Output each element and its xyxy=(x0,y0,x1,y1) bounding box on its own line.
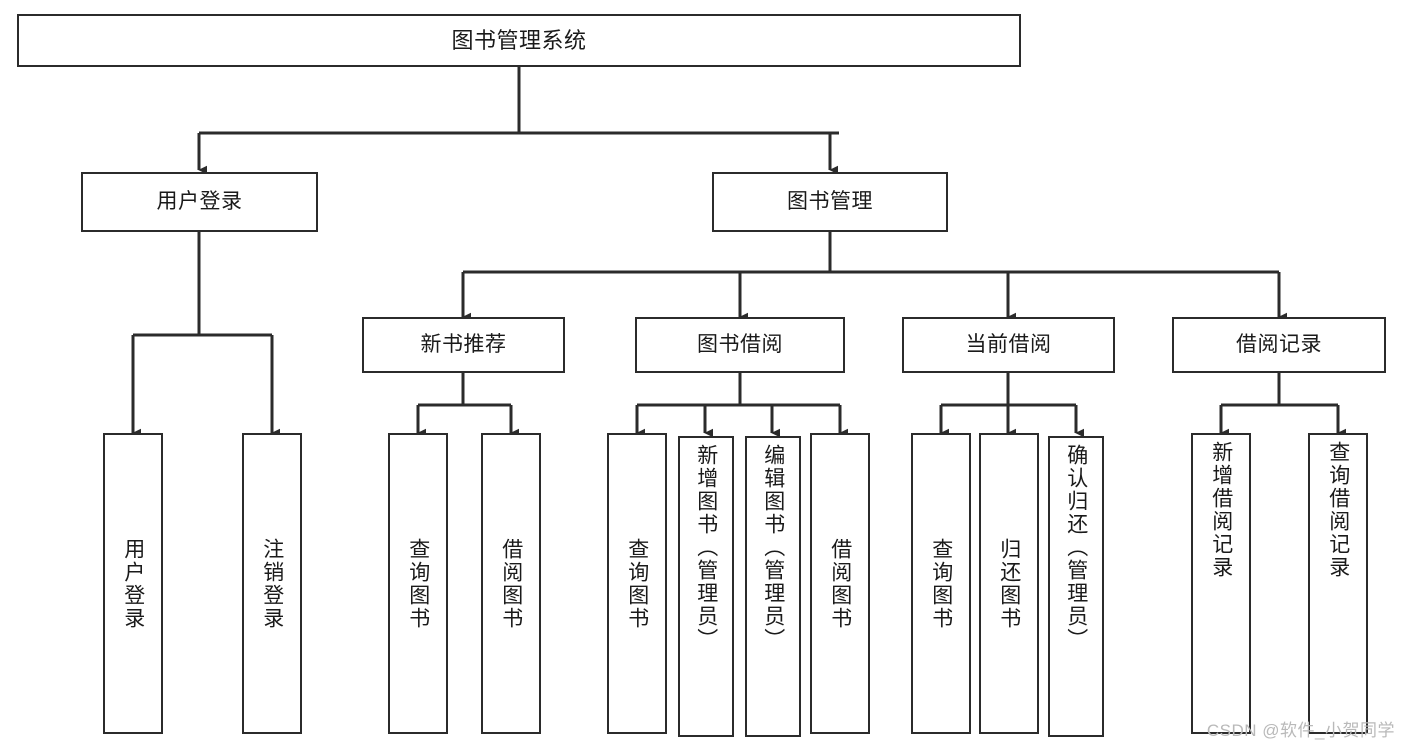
node-new-book-recommend[interactable]: 新书推荐 xyxy=(362,317,565,373)
csdn-watermark: CSDN @软件_小贺同学 xyxy=(1206,721,1395,740)
node-leaf-query-book-3[interactable]: 查询图书 xyxy=(911,433,971,734)
node-leaf-add-borrow-record[interactable]: 新增借阅记录 xyxy=(1191,433,1251,734)
node-leaf-add-book-admin[interactable]: 新增图书（管理员） xyxy=(678,436,734,737)
node-label: 新书推荐 xyxy=(420,332,507,356)
node-label: 确认归还（管理员） xyxy=(1064,444,1088,651)
node-current-borrow[interactable]: 当前借阅 xyxy=(902,317,1115,373)
node-leaf-logout[interactable]: 注销登录 xyxy=(242,433,302,734)
node-leaf-query-book-1[interactable]: 查询图书 xyxy=(388,433,448,734)
node-label: 查询图书 xyxy=(625,537,649,630)
node-label: 注销登录 xyxy=(260,537,284,630)
node-leaf-query-book-2[interactable]: 查询图书 xyxy=(607,433,667,734)
node-leaf-user-login[interactable]: 用户登录 xyxy=(103,433,163,734)
node-root-system[interactable]: 图书管理系统 xyxy=(17,14,1021,67)
node-leaf-confirm-return-admin[interactable]: 确认归还（管理员） xyxy=(1048,436,1104,737)
node-borrow-record[interactable]: 借阅记录 xyxy=(1172,317,1386,373)
node-leaf-borrow-book-2[interactable]: 借阅图书 xyxy=(810,433,870,734)
node-leaf-borrow-book-1[interactable]: 借阅图书 xyxy=(481,433,541,734)
node-label: 新增借阅记录 xyxy=(1209,441,1233,579)
node-label: 用户登录 xyxy=(156,189,243,213)
node-book-management[interactable]: 图书管理 xyxy=(712,172,948,232)
node-label: 借阅图书 xyxy=(499,537,523,630)
node-label: 查询借阅记录 xyxy=(1326,441,1350,579)
node-label: 借阅图书 xyxy=(828,537,852,630)
node-label: 图书管理系统 xyxy=(451,27,587,53)
node-label: 编辑图书（管理员） xyxy=(761,444,785,651)
node-user-login[interactable]: 用户登录 xyxy=(81,172,318,232)
node-label: 图书管理 xyxy=(787,189,873,213)
node-label: 查询图书 xyxy=(406,537,430,630)
node-label: 新增图书（管理员） xyxy=(694,444,718,651)
node-leaf-return-book[interactable]: 归还图书 xyxy=(979,433,1039,734)
node-label: 用户登录 xyxy=(121,537,145,630)
node-leaf-query-borrow-record[interactable]: 查询借阅记录 xyxy=(1308,433,1368,734)
node-book-borrow[interactable]: 图书借阅 xyxy=(635,317,845,373)
node-leaf-edit-book-admin[interactable]: 编辑图书（管理员） xyxy=(745,436,801,737)
node-label: 归还图书 xyxy=(997,537,1021,630)
node-label: 当前借阅 xyxy=(965,332,1052,356)
node-label: 借阅记录 xyxy=(1236,332,1322,356)
node-label: 查询图书 xyxy=(929,537,953,630)
node-label: 图书借阅 xyxy=(697,332,783,356)
